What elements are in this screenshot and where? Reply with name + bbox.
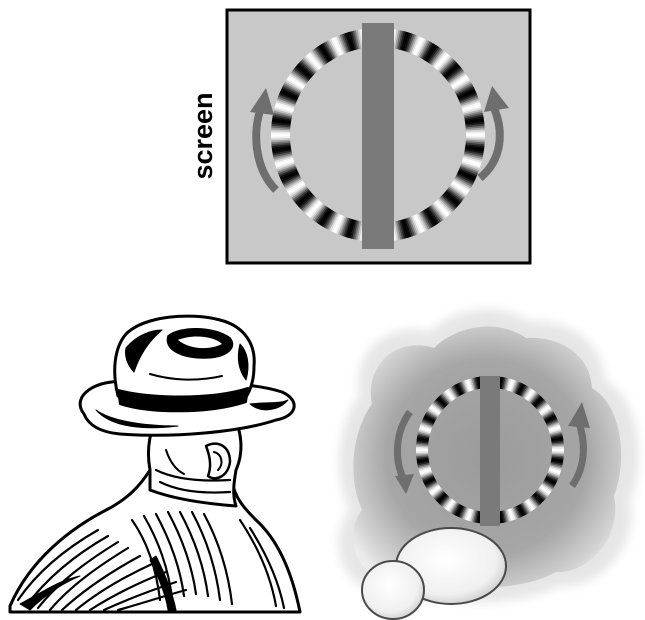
screen-panel [227,10,530,263]
man-in-fedora-icon [10,316,300,612]
thought-occluder-bar [480,376,500,526]
observer-ear [206,444,230,479]
screen-label: screen [188,92,218,179]
ring-stripe [466,133,485,135]
thought-bubble-small [362,561,424,619]
ring-stripe [552,448,564,450]
screen-occluder-bar [362,23,394,249]
